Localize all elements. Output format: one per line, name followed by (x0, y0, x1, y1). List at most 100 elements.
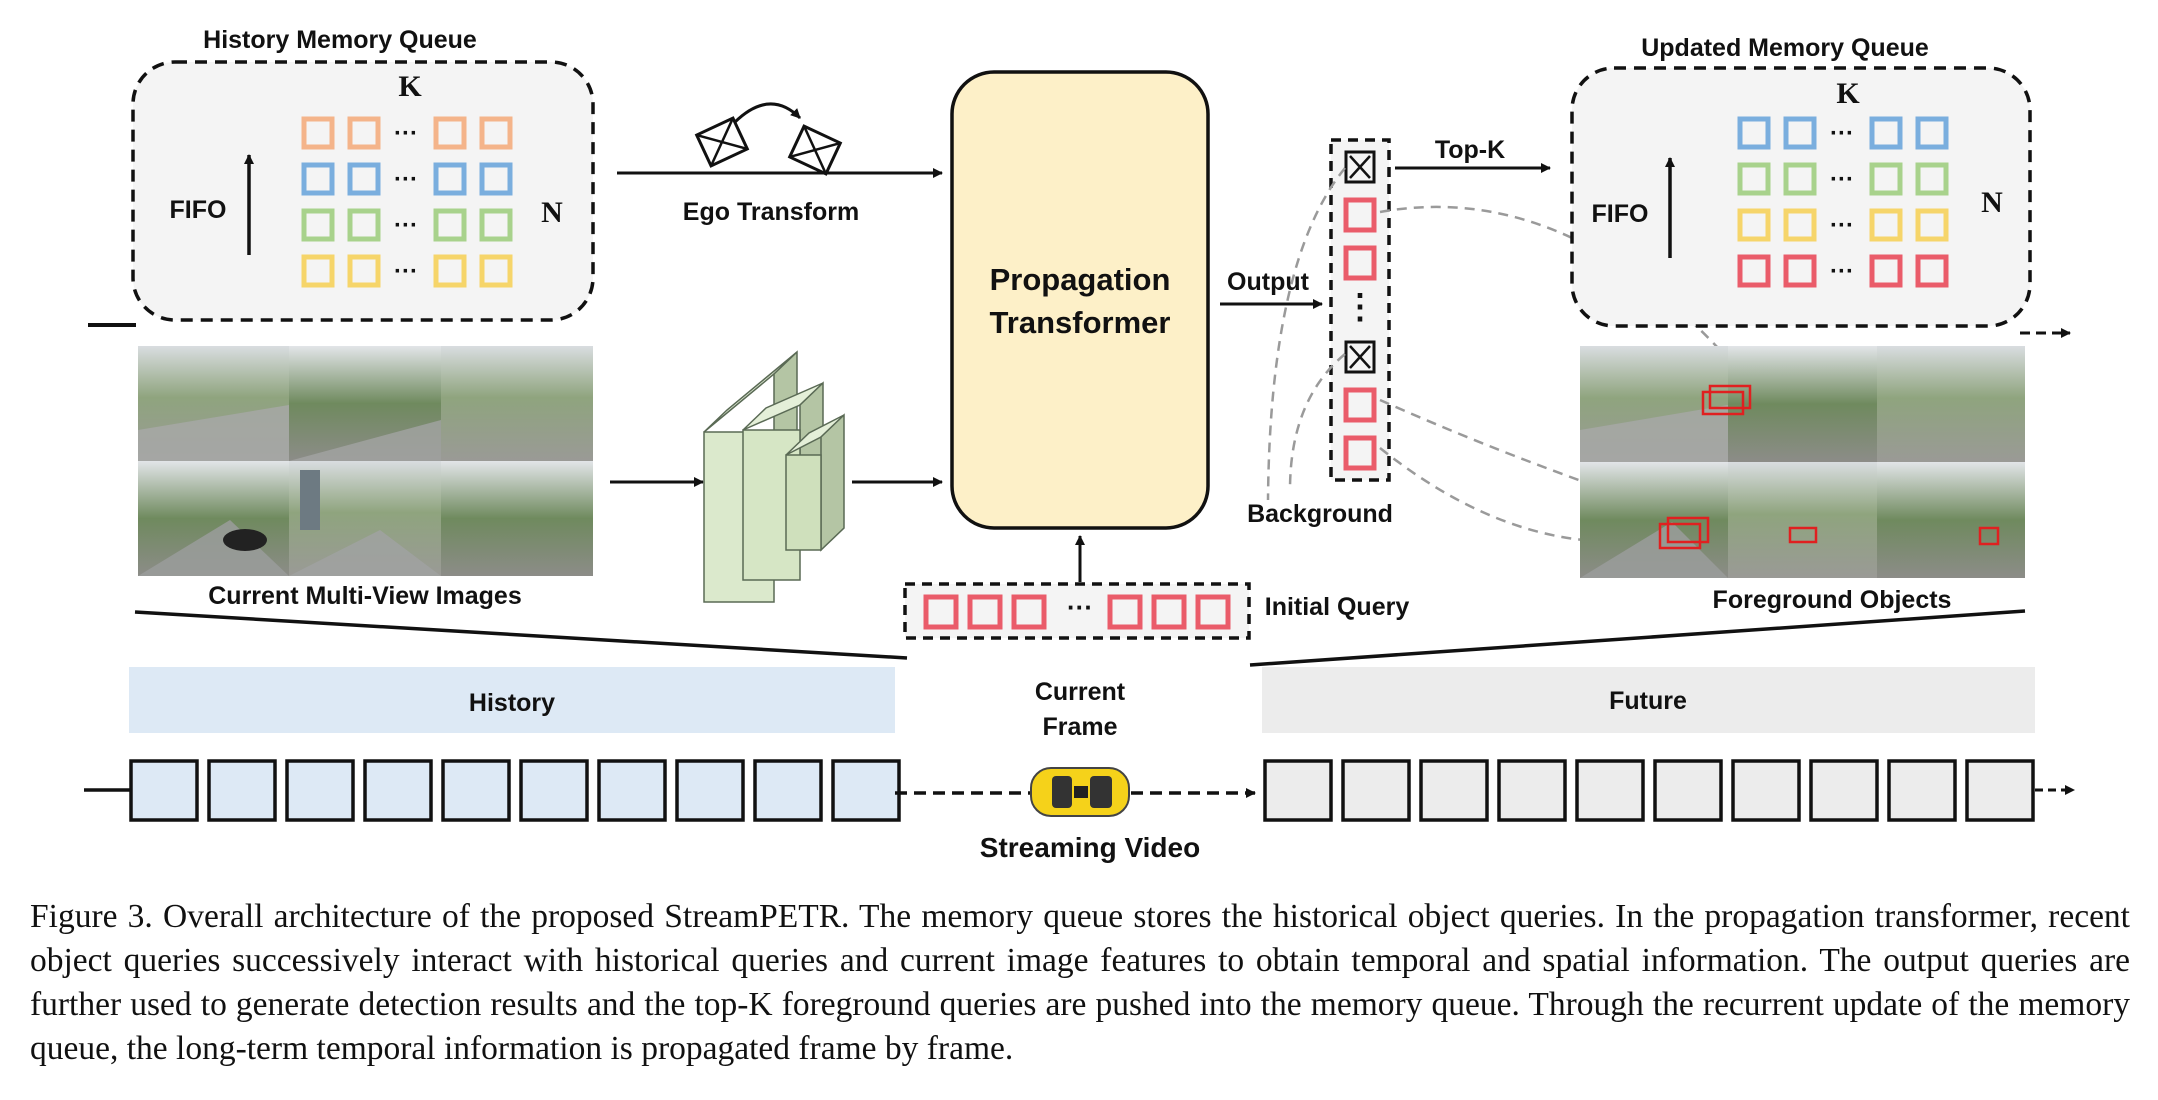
background-query-cell (1344, 340, 1376, 374)
initial-query-cell (1107, 594, 1143, 630)
future-frame (1263, 759, 1333, 822)
updated-memory-queue-title: Updated Memory Queue (1641, 34, 1929, 62)
history-query-cell (347, 254, 381, 288)
top-k-label: Top-K (1435, 136, 1505, 164)
history-frame (441, 759, 511, 822)
current-frame-label-1: Current (1035, 678, 1126, 706)
history-query-cell (347, 208, 381, 242)
propagation-transformer-block (950, 70, 1210, 530)
updated-query-cell (1783, 116, 1817, 150)
current-frame-label-2: Frame (1042, 713, 1117, 741)
updated-row-dots: ··· (1830, 166, 1854, 193)
foreground-objects-label: Foreground Objects (1713, 586, 1952, 614)
future-frame (1965, 759, 2035, 822)
future-frame (1809, 759, 1879, 822)
initial-query-cell (1151, 594, 1187, 630)
current-multi-view-images-label: Current Multi-View Images (208, 582, 522, 610)
history-frame (129, 759, 199, 822)
initial-query-cell (1195, 594, 1231, 630)
updated-row-dots: ··· (1830, 120, 1854, 147)
ego-transform-camera-icon (694, 102, 843, 176)
history-row-dots: ··· (394, 258, 418, 285)
initial-queries (923, 594, 1231, 630)
output-label: Output (1227, 268, 1310, 296)
architecture-diagram: History Memory Queue K FIFO N ··········… (84, 26, 2075, 863)
history-query-cell (301, 208, 335, 242)
future-frames (1263, 759, 2035, 822)
history-frame (597, 759, 667, 822)
history-query-cell (301, 116, 335, 150)
output-query-cell (1343, 435, 1377, 471)
future-frame (1497, 759, 1567, 822)
history-frame (675, 759, 745, 822)
figure-caption: Figure 3. Overall architecture of the pr… (30, 898, 2130, 1067)
updated-query-cell (1783, 208, 1817, 242)
updated-query-cell (1737, 208, 1771, 242)
updated-query-cell (1915, 208, 1949, 242)
updated-query-cell (1869, 116, 1903, 150)
output-query-cell (1343, 387, 1377, 423)
propagation-transformer-title-2: Transformer (990, 305, 1171, 340)
history-query-cell (479, 162, 513, 196)
updated-query-grid: ··· ··· ··· ··· (1737, 116, 1949, 288)
output-query-column (1329, 138, 1391, 482)
future-bracket-line (1249, 609, 2026, 667)
history-bar (129, 667, 895, 733)
output-queries (1343, 150, 1377, 471)
current-frame-car-icon (1030, 767, 1130, 817)
initial-query-label: Initial Query (1265, 593, 1410, 621)
initial-query-box (903, 582, 1251, 640)
updated-query-cell (1869, 162, 1903, 196)
updated-query-cell (1915, 254, 1949, 288)
history-query-cell (301, 162, 335, 196)
updated-query-cell (1783, 254, 1817, 288)
history-row-dots: ··· (394, 212, 418, 239)
updated-query-cell (1737, 254, 1771, 288)
history-query-cell (479, 116, 513, 150)
updated-query-cell (1915, 162, 1949, 196)
history-frames (129, 759, 901, 822)
updated-query-cell (1737, 116, 1771, 150)
updated-query-cell (1869, 208, 1903, 242)
history-query-cell (479, 208, 513, 242)
future-frame (1887, 759, 1957, 822)
updated-n-label: N (1981, 186, 2003, 219)
streaming-video-label: Streaming Video (980, 832, 1200, 863)
future-bar (1262, 667, 2035, 733)
history-frame (753, 759, 823, 822)
history-memory-queue-title: History Memory Queue (203, 26, 477, 54)
future-frame (1575, 759, 1645, 822)
history-frame (519, 759, 589, 822)
current-multi-view-images (138, 346, 593, 576)
initial-query-cell (967, 594, 1003, 630)
initial-query-cell (1011, 594, 1047, 630)
background-query-cell (1344, 150, 1376, 184)
history-frame (831, 759, 901, 822)
history-query-grid: ············ (301, 116, 513, 288)
background-cross-mark (1349, 345, 1371, 369)
initial-query-cell (923, 594, 959, 630)
updated-row-dots: ··· (1830, 212, 1854, 239)
background-cross-mark (1349, 155, 1371, 179)
history-query-cell (479, 254, 513, 288)
history-query-cell (433, 162, 467, 196)
history-query-cell (433, 208, 467, 242)
updated-query-cell (1783, 162, 1817, 196)
history-query-cell (347, 116, 381, 150)
history-query-cell (433, 116, 467, 150)
output-vdots: ⋮ (1343, 288, 1377, 326)
updated-query-cell (1915, 116, 1949, 150)
updated-query-cell (1737, 162, 1771, 196)
future-frame (1653, 759, 1723, 822)
history-row-dots: ··· (394, 120, 418, 147)
history-n-label: N (541, 196, 563, 229)
updated-row-dots: ··· (1830, 258, 1854, 285)
output-query-cell (1343, 197, 1377, 233)
future-frame (1341, 759, 1411, 822)
history-query-cell (433, 254, 467, 288)
history-k-label: K (398, 70, 422, 103)
background-label: Background (1247, 500, 1393, 528)
history-frame (363, 759, 433, 822)
future-frame (1731, 759, 1801, 822)
updated-query-cell (1869, 254, 1903, 288)
